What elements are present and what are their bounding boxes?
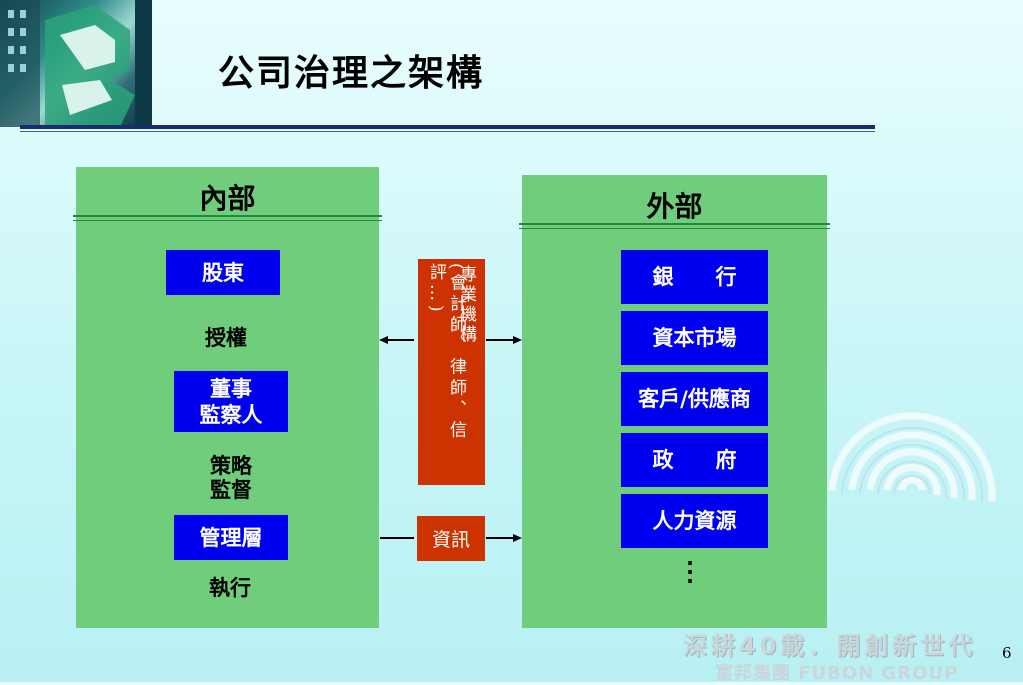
board-box: 董事 監察人 [174, 371, 288, 432]
strategy-label: 策略 監督 [210, 453, 252, 502]
slogan-text: 深耕40載．開創新世代 [683, 632, 977, 660]
arrow-right-icon [513, 336, 522, 344]
swirl-logo-icon [828, 412, 996, 503]
shareholders-box: 股東 [166, 250, 280, 295]
arrow-right-icon [513, 534, 522, 542]
title-underline [20, 125, 875, 129]
management-box: 管理層 [174, 515, 288, 560]
human-resources-box: 人力資源 [621, 494, 768, 548]
professional-institutions-box: 專業機構 (會計師、律師、信評…) [418, 259, 485, 485]
internal-title: 內部 [199, 182, 256, 215]
professional-detail: (會計師、律師、信評…) [426, 263, 466, 442]
bank-box: 銀 行 [621, 250, 768, 304]
external-title-rule-thin [519, 228, 830, 229]
page-number: 6 [1002, 644, 1012, 662]
execute-label: 執行 [209, 575, 251, 600]
external-title: 外部 [646, 190, 703, 223]
information-box: 資訊 [417, 516, 485, 561]
title-underline-thin [20, 131, 875, 132]
professional-title: 專業機構 [456, 265, 476, 345]
external-title-rule [519, 223, 830, 225]
more-ellipsis: ⋮ [677, 557, 703, 587]
connector-arrows [379, 336, 522, 542]
building-logo-icon [0, 0, 152, 127]
external-panel: 外部 銀 行 資本市場 客戶/供應商 政 府 人力資源 ⋮ [519, 175, 830, 628]
government-box: 政 府 [621, 433, 768, 487]
internal-title-rule-thin [73, 220, 382, 221]
fubon-logo-image [0, 0, 152, 127]
internal-title-rule [73, 215, 382, 217]
arrow-left-icon [379, 336, 388, 344]
internal-panel: 內部 股東 授權 董事 監察人 策略 監督 管理層 執行 [73, 167, 382, 628]
customer-supplier-box: 客戶/供應商 [621, 372, 768, 426]
page-title: 公司治理之架構 [218, 52, 485, 94]
capital-market-box: 資本市場 [621, 311, 768, 365]
authorize-label: 授權 [205, 325, 247, 350]
group-name-text: 富邦集團 FUBON GROUP [715, 663, 959, 684]
